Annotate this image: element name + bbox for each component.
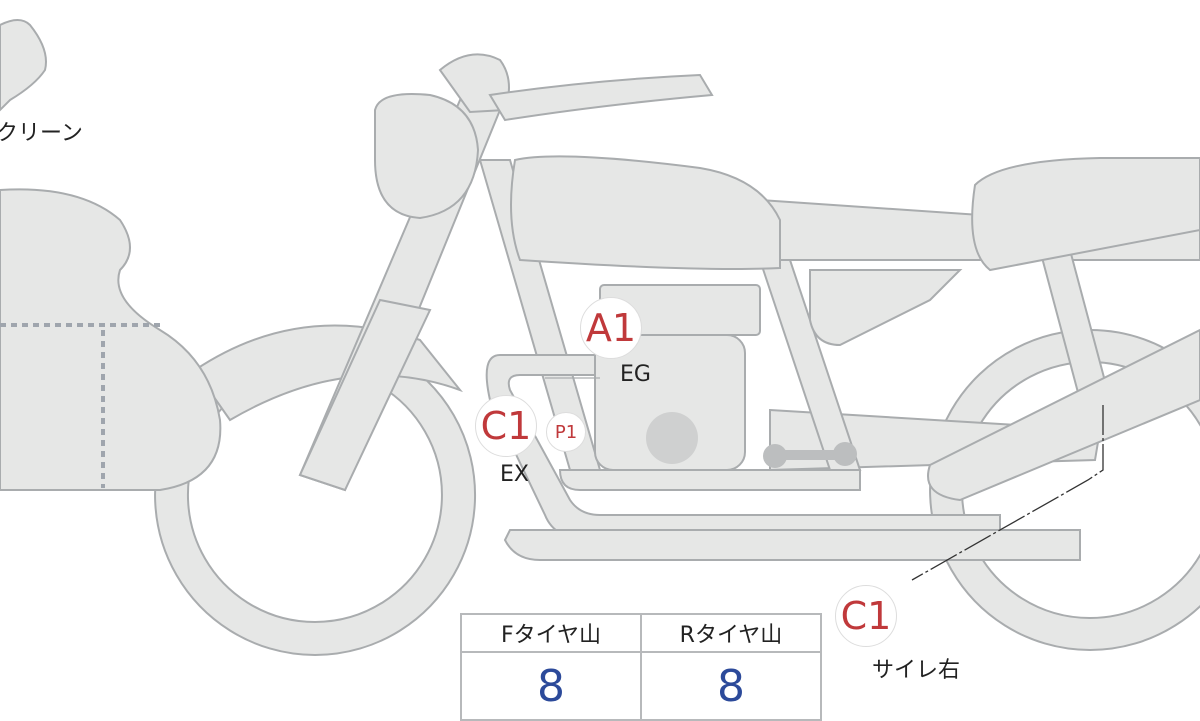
fuel-tank xyxy=(510,155,781,270)
front-tire-tread-header: Fタイヤ山 xyxy=(460,613,642,653)
exhaust-pipe-upper xyxy=(485,354,1001,541)
silencer-right-label: サイレ右 xyxy=(872,658,961,683)
engine-grade-badge[interactable]: A1 xyxy=(580,297,642,359)
exhaust-pipe-lower xyxy=(503,529,1081,561)
exhaust-label: EX xyxy=(500,462,529,487)
silencer-grade-badge[interactable]: C1 xyxy=(835,585,897,647)
tire-tread-table: Fタイヤ山 Rタイヤ山 8 8 xyxy=(460,613,822,721)
rear-tire-tread-value: 8 xyxy=(640,651,822,721)
engine-block xyxy=(594,334,746,471)
rear-tire-tread-header: Rタイヤ山 xyxy=(640,613,822,653)
side-cover xyxy=(809,269,963,347)
headlight xyxy=(374,93,480,220)
silencer xyxy=(927,328,1200,502)
seat xyxy=(971,157,1200,272)
footpeg xyxy=(763,442,857,468)
damage-marking xyxy=(0,323,165,488)
screen-label: クリーン xyxy=(0,121,83,146)
windscreen xyxy=(0,19,47,112)
front-tire-tread-value: 8 xyxy=(460,651,642,721)
exhaust-grade-badge[interactable]: C1 xyxy=(475,395,537,457)
silencer-leader-line xyxy=(911,405,1104,581)
engine-cover xyxy=(646,412,698,464)
engine-label: EG xyxy=(620,362,651,387)
handlebar-bar xyxy=(488,73,714,122)
front-fairing xyxy=(0,188,222,491)
lower-frame xyxy=(558,469,861,491)
fork-lower xyxy=(298,298,432,492)
rear-strut xyxy=(1038,249,1112,401)
exhaust-point-badge[interactable]: P1 xyxy=(546,412,586,452)
